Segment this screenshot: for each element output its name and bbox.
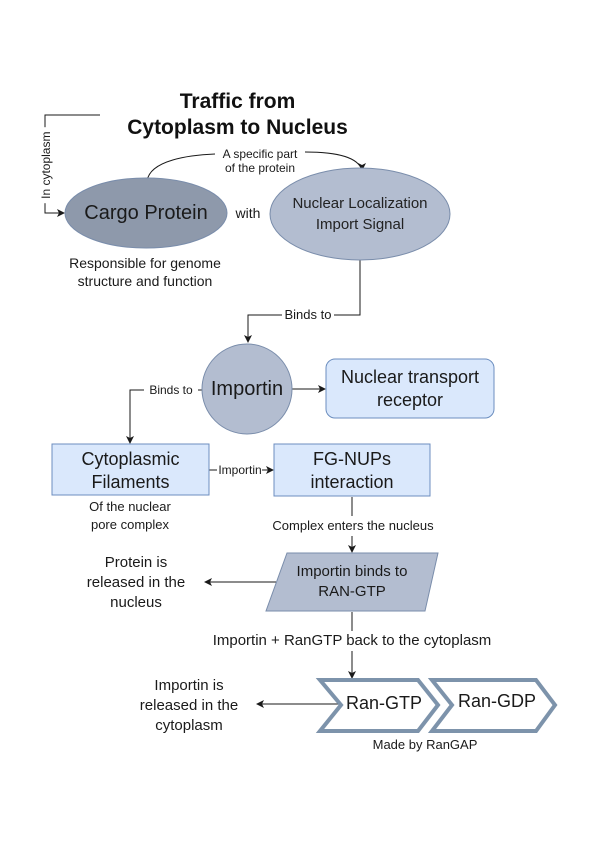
importin-node[interactable] <box>201 343 293 435</box>
edge-label-nls-binds-to: Binds to <box>284 307 332 322</box>
fg-nups-node[interactable] <box>273 443 431 497</box>
title-line-1: Traffic from <box>179 90 296 113</box>
cargo-protein-label: Cargo Protein <box>84 202 208 224</box>
cargo-protein-note: Responsible for genome structure and fun… <box>69 255 221 289</box>
nls-label: Nuclear Localization Import Signal <box>292 195 428 233</box>
fg-nups-label: FG-NUPs interaction <box>310 449 394 492</box>
cytoplasmic-filaments-label: Cytoplasmic Filaments <box>81 449 180 492</box>
ran-gtp-chevron[interactable] <box>315 678 441 733</box>
nls-node[interactable] <box>269 167 451 261</box>
edge-label-filaments-importin: Importin <box>218 463 262 477</box>
ran-gtp-label: Ran-GTP <box>345 693 423 713</box>
ran-gdp-label: Ran-GDP <box>457 691 537 711</box>
ran-gdp-note: Made by RanGAP <box>372 737 478 752</box>
edge-label-back-to-cytoplasm: Importin + RanGTP back to the cytoplasm <box>212 632 492 649</box>
diagram-title: Traffic from Cytoplasm to Nucleus <box>100 89 375 142</box>
importin-released-label: Importin is released in the cytoplasm <box>139 677 239 734</box>
protein-released-label: Protein is released in the nucleus <box>86 554 186 611</box>
cytoplasmic-filaments-note: Of the nuclear pore complex <box>89 499 171 532</box>
edge-label-importin-binds-to: Binds to <box>149 383 193 397</box>
edge-importin-to-filaments <box>130 389 203 443</box>
importin-ran-node[interactable] <box>265 552 439 612</box>
importin-ran-label: Importin binds to RAN-GTP <box>296 563 408 600</box>
importin-label: Importin <box>210 378 284 400</box>
edge-label-in-cytoplasm: In cytoplasm <box>38 127 54 204</box>
edge-label-specific-part: A specific part of the protein <box>222 147 298 175</box>
cytoplasmic-filaments-node[interactable] <box>51 443 210 496</box>
nuclear-transport-receptor-label: Nuclear transport receptor <box>340 367 480 410</box>
edge-label-with: with <box>235 205 261 221</box>
edge-label-complex-enters: Complex enters the nucleus <box>272 518 434 533</box>
title-line-2: Cytoplasm to Nucleus <box>127 116 348 140</box>
edge-nls-to-importin <box>248 260 361 342</box>
ran-gdp-chevron[interactable] <box>427 678 558 733</box>
cargo-protein-node[interactable] <box>64 177 228 249</box>
nuclear-transport-receptor-node[interactable] <box>325 358 495 419</box>
